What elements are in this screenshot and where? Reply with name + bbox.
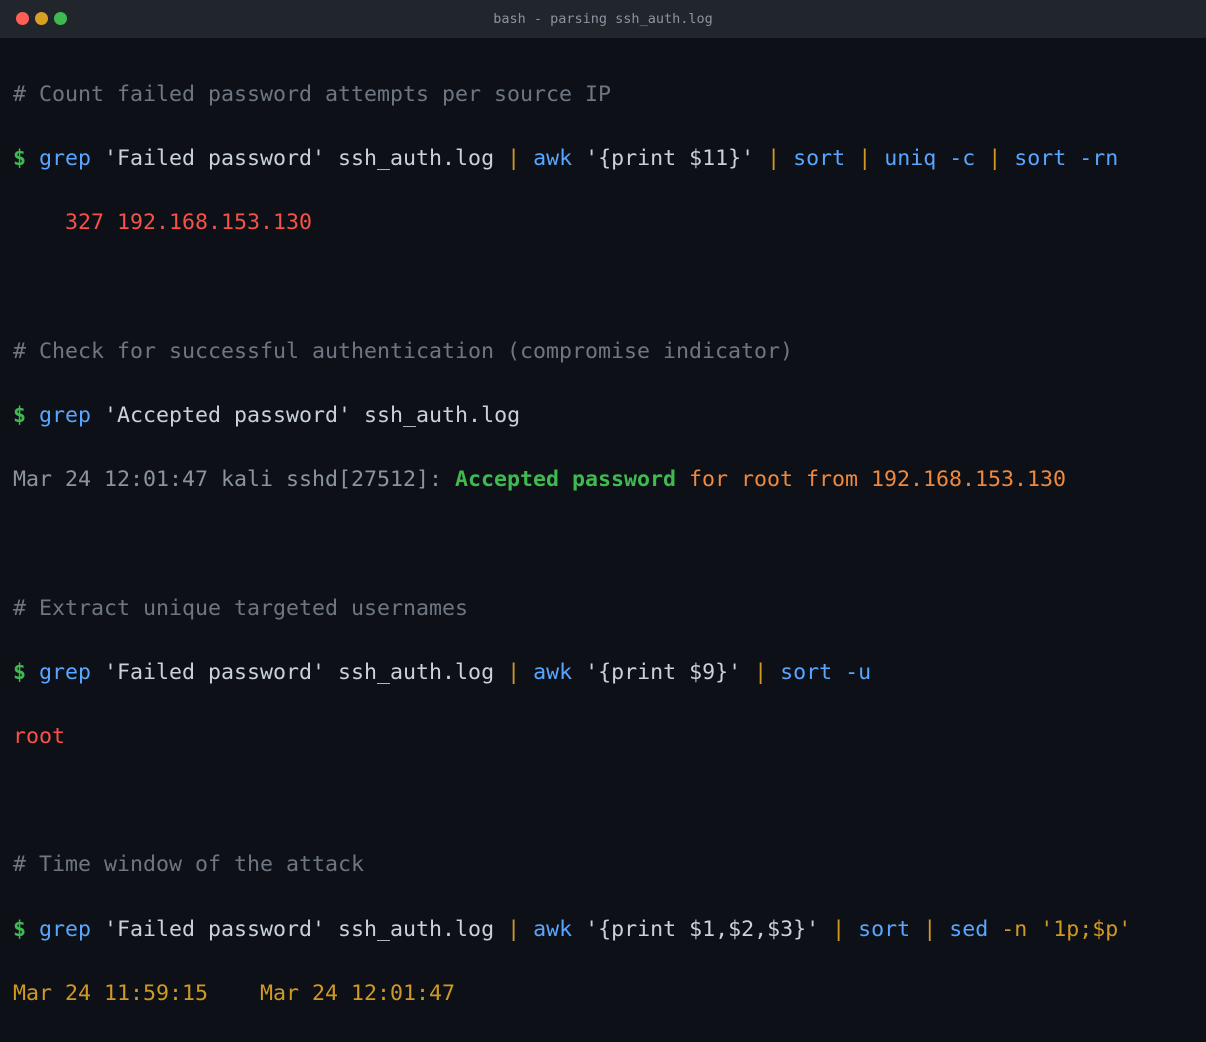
cmd: uniq -c — [884, 146, 976, 172]
command-line: $ grep 'Failed password' ssh_auth.log | … — [13, 143, 1193, 175]
args: '{print $1,$2,$3}' — [572, 916, 833, 942]
output-line: root — [13, 723, 66, 749]
title-bar: bash - parsing ssh_auth.log — [0, 0, 1206, 38]
pipe: | — [507, 146, 521, 172]
minimize-button[interactable] — [35, 12, 48, 25]
pipe: | — [507, 659, 521, 685]
close-button[interactable] — [16, 12, 29, 25]
cmd: awk — [533, 659, 573, 685]
pipe: | — [507, 916, 521, 942]
comment-line: # Time window of the attack — [13, 852, 365, 878]
comment-line: # Check for successful authentication (c… — [13, 338, 794, 364]
cmd: sed — [949, 916, 989, 942]
cmd: awk — [533, 916, 573, 942]
spacer — [208, 981, 260, 1006]
cmd: grep — [39, 659, 92, 685]
pipe: | — [858, 146, 872, 172]
window-title: bash - parsing ssh_auth.log — [493, 11, 713, 27]
args: '{print $11}' — [572, 146, 768, 172]
command-line: $ grep 'Failed password' ssh_auth.log | … — [13, 914, 1193, 946]
log-detail: for root from 192.168.153.130 — [676, 467, 1067, 493]
cmd: sort -rn — [1014, 146, 1119, 172]
maximize-button[interactable] — [54, 12, 67, 25]
pipe: | — [923, 916, 937, 942]
cmd: awk — [533, 146, 573, 172]
comment-line: # Count failed password attempts per sou… — [13, 82, 612, 108]
command-line: $ grep 'Failed password' ssh_auth.log | … — [13, 657, 1193, 689]
prompt: $ — [13, 659, 27, 685]
args: 'Failed password' ssh_auth.log — [91, 659, 508, 685]
cmd: grep — [39, 916, 92, 942]
cmd: grep — [39, 146, 92, 172]
cmd: sort — [793, 146, 846, 172]
command-line: $ grep 'Accepted password' ssh_auth.log — [13, 400, 1193, 432]
prompt: $ — [13, 916, 27, 942]
args: '{print $9}' — [572, 659, 755, 685]
cmd: sort — [858, 916, 911, 942]
pipe: | — [767, 146, 781, 172]
terminal-output[interactable]: # Count failed password attempts per sou… — [0, 38, 1206, 1042]
last-timestamp: Mar 24 12:01:47 — [260, 980, 456, 1006]
args: -n '1p;$p' — [988, 916, 1132, 942]
pipe: | — [832, 916, 846, 942]
cmd: grep — [39, 403, 92, 429]
pipe: | — [988, 146, 1002, 172]
prompt: $ — [13, 146, 27, 172]
first-timestamp: Mar 24 11:59:15 — [13, 980, 209, 1006]
output-line: Mar 24 11:59:15 Mar 24 12:01:47 — [13, 978, 1193, 1010]
args: 'Failed password' ssh_auth.log — [91, 146, 508, 172]
args: 'Accepted password' ssh_auth.log — [91, 403, 521, 429]
output-line: Mar 24 12:01:47 kali sshd[27512]: Accept… — [13, 464, 1193, 496]
pipe: | — [754, 659, 768, 685]
args: 'Failed password' ssh_auth.log — [91, 916, 508, 942]
accepted-text: Accepted password — [455, 467, 677, 493]
cmd: sort -u — [780, 659, 872, 685]
comment-line: # Extract unique targeted usernames — [13, 595, 469, 621]
prompt: $ — [13, 403, 27, 429]
log-prefix: Mar 24 12:01:47 kali sshd[27512]: — [13, 467, 456, 493]
output-line: 327 192.168.153.130 — [13, 210, 313, 236]
